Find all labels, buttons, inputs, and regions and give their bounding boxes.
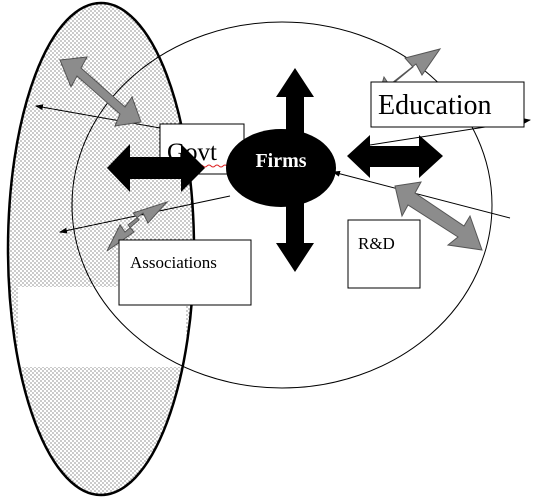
black-arrow-right	[347, 135, 443, 178]
grey-arrow-right-lower	[394, 181, 483, 251]
firms-node: Firms	[226, 129, 336, 207]
cluster-circle	[71, 21, 493, 389]
black-arrow-left	[107, 144, 205, 192]
education-node: Education	[370, 81, 525, 128]
associations-node: Associations	[118, 239, 252, 306]
grey-arrow-left-lower	[106, 200, 169, 252]
firms-label: Firms	[255, 150, 306, 172]
associations-label: Associations	[130, 253, 217, 272]
rnd-node: R&D	[347, 219, 421, 289]
grey-arrow-top-left	[59, 56, 142, 127]
education-label: Education	[378, 90, 492, 121]
rnd-label: R&D	[358, 234, 395, 253]
